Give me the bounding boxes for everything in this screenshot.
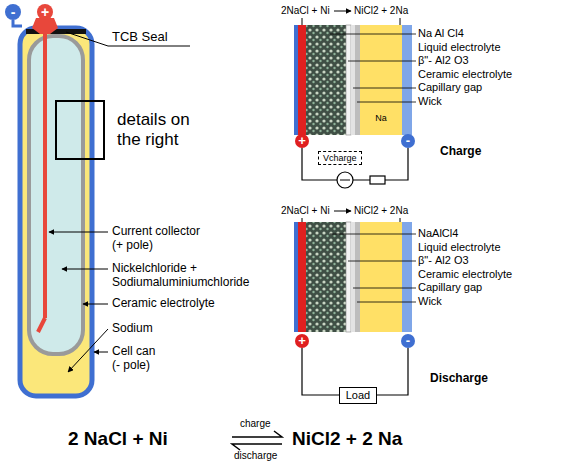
- mode-label: Charge: [440, 145, 481, 159]
- layer-label: Capillary gap: [418, 81, 482, 94]
- part-label: Nickelchloride + Sodiumaluminiumchloride: [112, 262, 249, 290]
- equation-term: 2 NaCl + Ni: [68, 428, 168, 450]
- cell-drawing: [5, 4, 92, 396]
- material-label: Na: [375, 113, 387, 123]
- load-box: Load: [339, 387, 377, 404]
- terminal-sign: -: [11, 4, 16, 20]
- part-label: TCB Seal: [112, 30, 168, 45]
- layer-label: Ceramic electrolyte: [418, 268, 512, 281]
- layer-label: β"- Al2 O3: [418, 54, 469, 67]
- part-label: Sodium: [112, 322, 153, 336]
- source-label-box: Vcharge: [318, 151, 362, 165]
- terminal-sign: +: [298, 334, 306, 349]
- layer-label: Wick: [418, 95, 442, 108]
- leader-lines: [49, 32, 190, 372]
- part-label: Cell can (- pole): [112, 345, 162, 373]
- layer-label: Na Al Cl4: [418, 27, 464, 40]
- mode-label: Discharge: [430, 372, 488, 386]
- charge-cell: [294, 11, 416, 188]
- layer-label: Ceramic electrolyte: [418, 68, 512, 81]
- terminal-sign: +: [298, 134, 306, 149]
- equation-term: 2NaCl + Ni: [281, 5, 330, 17]
- equation-term: NiCl2 + 2 Na: [292, 428, 402, 450]
- layer-label: Liquid electrolyte: [418, 41, 501, 54]
- layer-label: Liquid electrolyte: [418, 241, 501, 254]
- arrow-label: charge: [240, 418, 271, 430]
- node-text: details on the right: [117, 110, 202, 149]
- terminal-sign: +: [41, 4, 49, 20]
- layer-label: NaAlCl4: [418, 227, 458, 240]
- part-label: Current collector (+ pole): [112, 225, 207, 253]
- layer-label: Capillary gap: [418, 281, 482, 294]
- terminal-sign: -: [406, 334, 410, 349]
- arrow-label: discharge: [234, 450, 277, 462]
- equilibrium-arrows: [232, 431, 282, 450]
- layer-label: Wick: [418, 295, 442, 308]
- equation-term: NiCl2 + 2Na: [354, 5, 408, 17]
- equation-term: NiCl2 + 2Na: [354, 205, 408, 217]
- layer-label: β"- Al2 O3: [418, 254, 469, 267]
- node-text: Load: [346, 389, 370, 402]
- node-text: Vcharge: [323, 153, 357, 163]
- terminal-sign: -: [406, 134, 410, 149]
- detail-frame: details on the right: [55, 100, 105, 160]
- part-label: Ceramic electrolyte: [112, 297, 215, 311]
- discharge-cell: [294, 211, 416, 395]
- equation-term: 2NaCl + Ni: [281, 205, 330, 217]
